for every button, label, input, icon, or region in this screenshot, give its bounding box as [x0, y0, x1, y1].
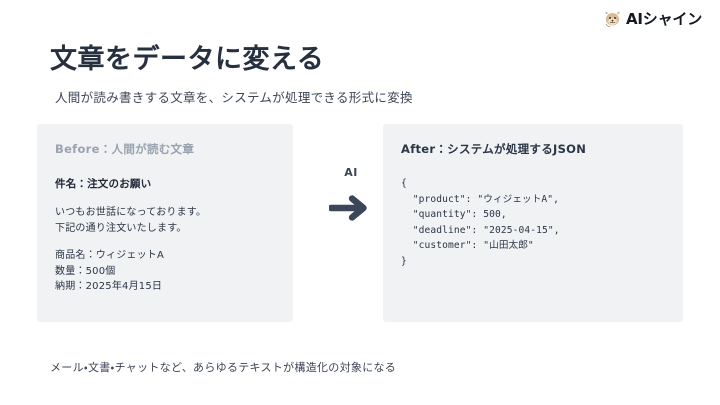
- before-card-label: Before：人間が読む文章: [55, 142, 195, 156]
- brand-logo: AIシャイン: [603, 8, 702, 30]
- mail-order-details: 商品名：ウィジェットA 数量：500個 納期：2025年4月15日: [55, 250, 165, 292]
- transform-label: AI: [344, 166, 358, 179]
- footer-note: メール・文書・チャットなど、あらゆるテキストが構造化の対象になる: [50, 361, 397, 374]
- transform-indicator: AI: [322, 166, 380, 227]
- after-card: After：システムが処理するJSON { "product": "ウィジェット…: [383, 124, 683, 322]
- arrow-right-icon: [322, 193, 380, 227]
- mail-body: いつもお世話になっております。 下記の通り注文いたします。: [55, 207, 207, 234]
- brand-name: AIシャイン: [626, 9, 702, 28]
- page-title: 文章をデータに変える: [50, 44, 325, 76]
- mail-subject: 件名：注文のお願い: [55, 178, 152, 190]
- json-output: { "product": "ウィジェットA", "quantity": 500,…: [401, 178, 560, 267]
- page-subtitle: 人間が読み書きする文章を、システムが処理できる形式に変換: [55, 89, 413, 105]
- dog-mascot-icon: [603, 9, 622, 29]
- before-card: Before：人間が読む文章 件名：注文のお願い いつもお世話になっております。…: [37, 124, 293, 322]
- after-card-label: After：システムが処理するJSON: [401, 142, 587, 156]
